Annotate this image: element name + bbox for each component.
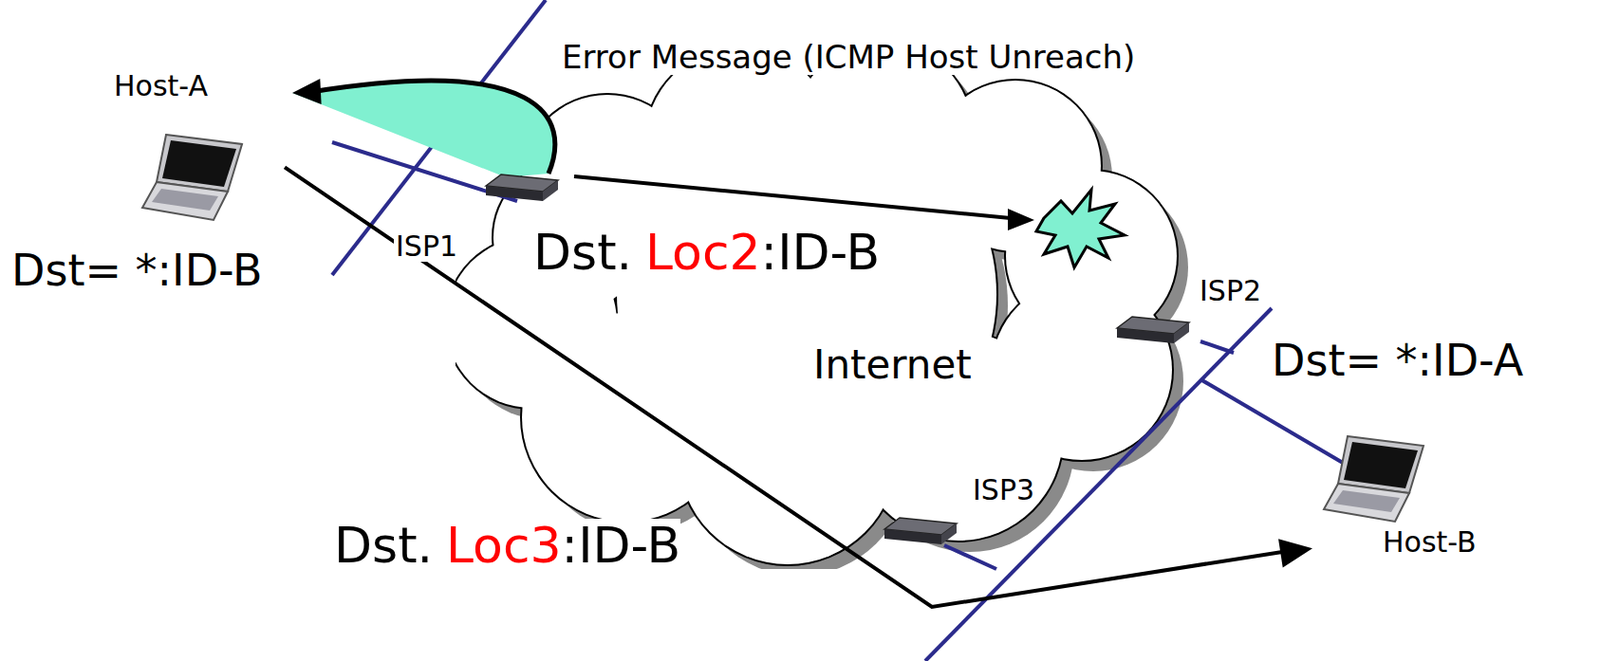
laptop-keys bbox=[151, 188, 219, 211]
router-icon bbox=[1115, 313, 1191, 346]
address-label: Dst= *:ID-B bbox=[11, 246, 263, 296]
cloud-puff bbox=[614, 102, 999, 486]
laptop-icon bbox=[1319, 431, 1433, 527]
label-group: Dst= *:ID-A bbox=[1271, 336, 1524, 386]
arrow-head bbox=[1278, 539, 1313, 568]
node-label: ISP1 bbox=[393, 230, 460, 262]
laptop-screen bbox=[162, 140, 237, 187]
host-node: Host-A bbox=[104, 68, 285, 240]
cloud-shadow bbox=[457, 54, 1189, 570]
node-label: Host-A bbox=[111, 70, 210, 102]
cloud-puff bbox=[616, 104, 997, 484]
error-outline bbox=[311, 80, 556, 174]
router-front bbox=[1116, 328, 1174, 344]
address-label: Dst= *:ID-A bbox=[1271, 336, 1524, 386]
address-label: :ID-B bbox=[761, 225, 880, 280]
label-group: Dst.Loc2:ID-B bbox=[533, 225, 880, 280]
label-group: Dst.Loc3:ID-B bbox=[334, 519, 681, 574]
router-side bbox=[941, 523, 957, 545]
address-label: Dst. bbox=[334, 519, 433, 574]
router-front bbox=[485, 186, 543, 202]
laptop-base bbox=[142, 182, 228, 221]
cloud-stroke bbox=[455, 40, 1179, 567]
arrow-head bbox=[292, 78, 322, 105]
node-label: ISP3 bbox=[970, 474, 1037, 506]
router-front bbox=[884, 529, 942, 545]
locator-label: Loc3 bbox=[446, 519, 562, 574]
address-label: :ID-B bbox=[561, 519, 681, 574]
router-node: ISP2 bbox=[1110, 275, 1263, 352]
router-side bbox=[1173, 322, 1190, 344]
laptop-icon bbox=[137, 130, 252, 225]
locator-label: Loc2 bbox=[645, 225, 762, 280]
router-node: ISP3 bbox=[877, 474, 1040, 551]
laptop-screen bbox=[1343, 442, 1418, 489]
laptop-base bbox=[1323, 483, 1410, 522]
node-label: Host-B bbox=[1380, 526, 1479, 559]
router-icon bbox=[882, 514, 959, 547]
cloud-label: Internet bbox=[811, 343, 974, 388]
host-node: Host-B bbox=[1314, 431, 1490, 565]
router-icon bbox=[483, 170, 560, 204]
error-wedge bbox=[292, 80, 556, 178]
laptop-keys bbox=[1333, 490, 1400, 513]
node-label: ISP2 bbox=[1197, 275, 1264, 307]
label-group: Error Message (ICMP Host Unreach) bbox=[561, 39, 1135, 75]
address-label: Dst. bbox=[533, 225, 633, 280]
cloud-fill bbox=[455, 42, 1177, 565]
label-group: Dst= *:ID-B bbox=[11, 246, 263, 296]
address-label: Error Message (ICMP Host Unreach) bbox=[561, 39, 1135, 75]
icmp-error-arrow bbox=[292, 78, 556, 178]
